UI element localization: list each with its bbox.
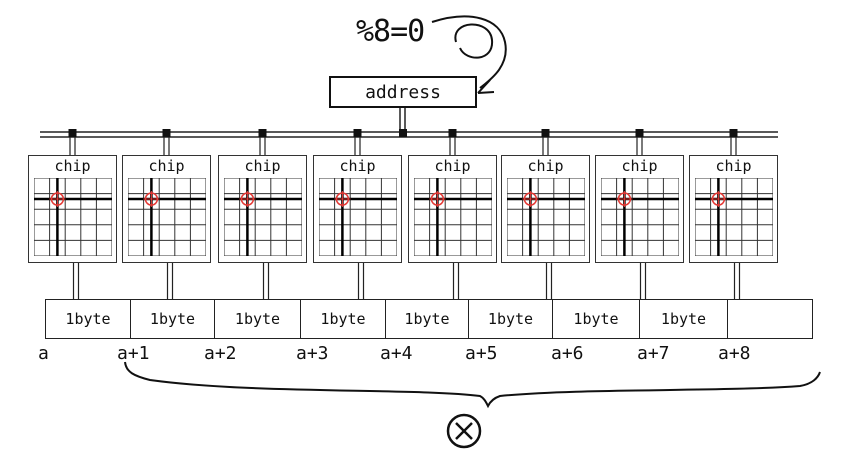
bus-tap xyxy=(541,129,550,137)
chip-3: chip xyxy=(218,155,307,263)
chip-8: chip xyxy=(689,155,778,263)
alignment-note: %8=0 xyxy=(356,14,425,49)
byte-cell: 1byte xyxy=(45,299,131,339)
address-label: address xyxy=(365,81,441,103)
chip-6: chip xyxy=(501,155,590,263)
cell-grid xyxy=(695,178,773,256)
chip-label: chip xyxy=(434,157,471,175)
byte-cell: 1byte xyxy=(552,299,640,339)
address-offset-label: a+3 xyxy=(296,343,329,364)
address-offset-label: a+1 xyxy=(117,343,150,364)
address-offset-label: a xyxy=(38,343,49,364)
chip-label: chip xyxy=(244,157,281,175)
address-offset-label: a+4 xyxy=(380,343,413,364)
cell-grid xyxy=(34,178,112,256)
chip-5: chip xyxy=(408,155,497,263)
circled-x-icon xyxy=(446,413,482,449)
arrow-head xyxy=(477,79,495,94)
chip-7: chip xyxy=(595,155,684,263)
byte-cell: 1byte xyxy=(214,299,301,339)
cell-grid xyxy=(128,178,206,256)
bus-tap xyxy=(68,129,77,137)
byte-cell xyxy=(727,299,813,339)
address-offset-label: a+6 xyxy=(551,343,584,364)
cell-grid xyxy=(319,178,397,256)
bus-tap xyxy=(353,129,362,137)
address-offset-label: a+2 xyxy=(204,343,237,364)
bus-tap xyxy=(635,129,644,137)
group-brace xyxy=(124,361,821,409)
byte-cell: 1byte xyxy=(385,299,469,339)
loop-arrow xyxy=(431,15,507,89)
cell-grid xyxy=(414,178,492,256)
byte-cell: 1byte xyxy=(129,299,216,339)
bus-tap xyxy=(258,129,267,137)
bus-junction xyxy=(399,129,407,137)
chip-label: chip xyxy=(148,157,185,175)
byte-cell: 1byte xyxy=(467,299,554,339)
cell-grid xyxy=(224,178,302,256)
byte-cell: 1byte xyxy=(299,299,387,339)
bus-tap xyxy=(729,129,738,137)
address-offset-label: a+7 xyxy=(637,343,670,364)
byte-cell: 1byte xyxy=(638,299,729,339)
chip-2: chip xyxy=(122,155,211,263)
chip-label: chip xyxy=(339,157,376,175)
bus-tap xyxy=(448,129,457,137)
address-box: address xyxy=(329,76,477,108)
chip-label: chip xyxy=(54,157,91,175)
chip-4: chip xyxy=(313,155,402,263)
chip-label: chip xyxy=(621,157,658,175)
cell-grid xyxy=(507,178,585,256)
chip-label: chip xyxy=(715,157,752,175)
chip-label: chip xyxy=(527,157,564,175)
cell-grid xyxy=(601,178,679,256)
address-offset-label: a+5 xyxy=(465,343,498,364)
address-offset-label: a+8 xyxy=(718,343,751,364)
bus-tap xyxy=(162,129,171,137)
chip-1: chip xyxy=(28,155,117,263)
